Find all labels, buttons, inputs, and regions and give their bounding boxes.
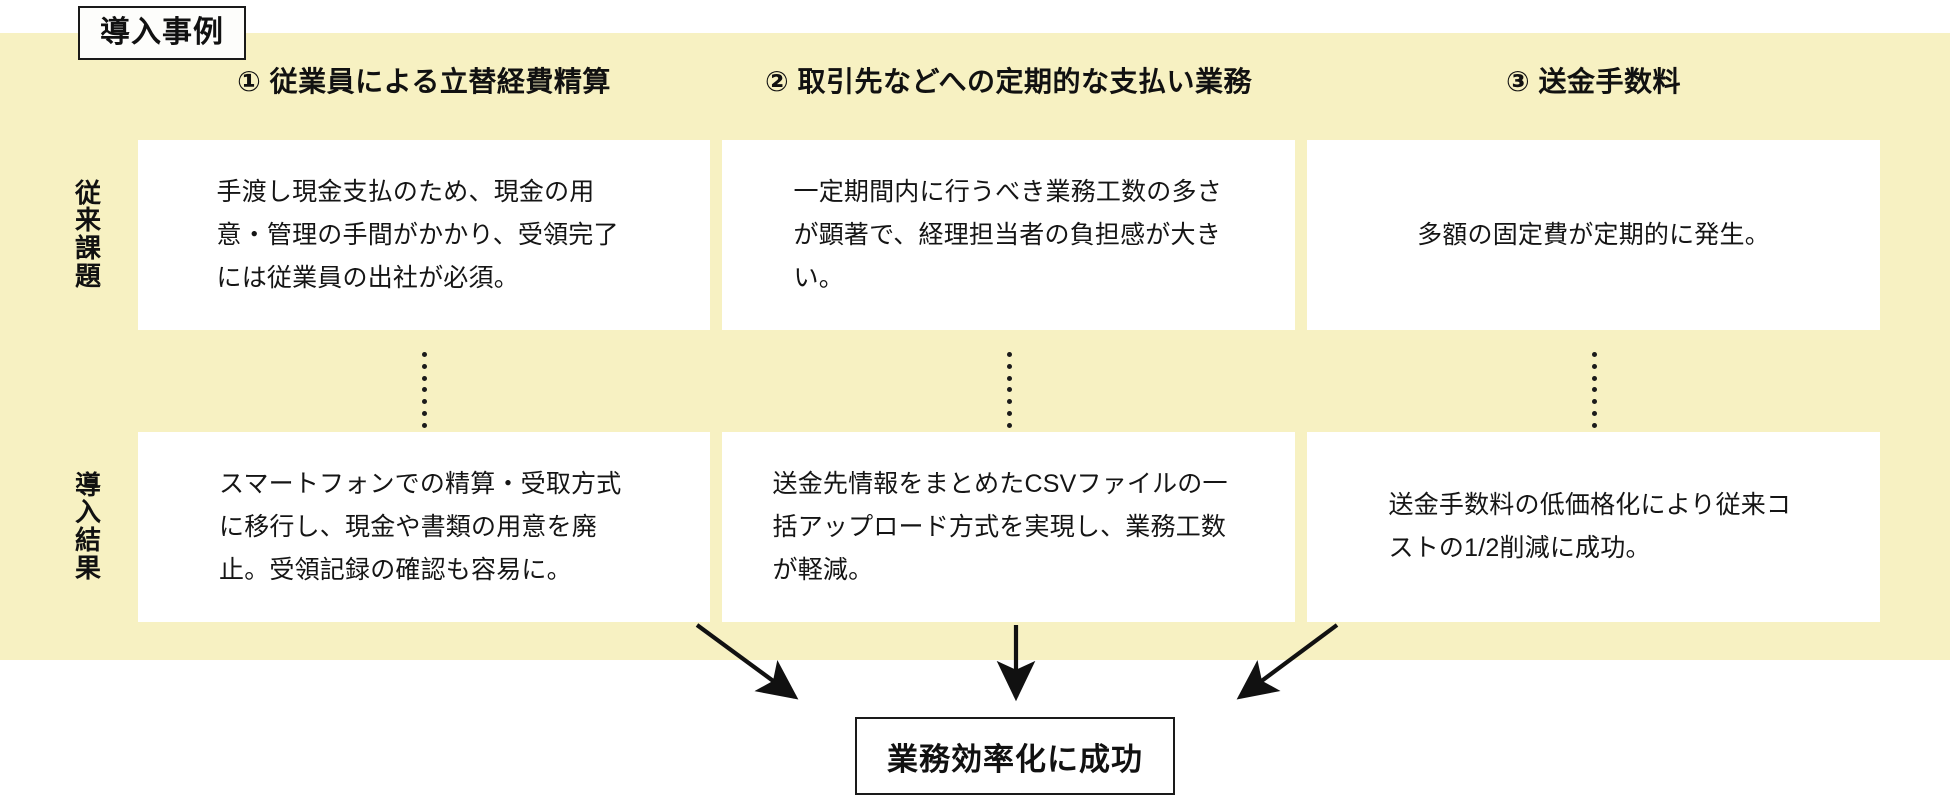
card-issue-3: 多額の固定費が定期的に発生。 (1307, 140, 1880, 330)
row-label-issue-char-1: 従 (74, 177, 101, 208)
card-result-3: 送金手数料の低価格化により従来コストの1/2削減に成功。 (1307, 432, 1880, 622)
arrow-left (695, 623, 799, 700)
connector-dots-2 (1006, 352, 1012, 428)
card-result-2-text: 送金先情報をまとめたCSVファイルの一括アップロード方式を実現し、業務工数が軽減… (772, 469, 1228, 584)
card-result-1: スマートフォンでの精算・受取方式に移行し、現金や書類の用意を廃止。受領記録の確認… (138, 432, 710, 622)
result-box: 業務効率化に成功 (855, 717, 1175, 795)
row-label-issue-char-2: 来 (74, 205, 101, 236)
arrow-right (1236, 623, 1339, 700)
card-issue-3-text: 多額の固定費が定期的に発生。 (1417, 220, 1770, 249)
card-result-1-text: スマートフォンでの精算・受取方式に移行し、現金や書類の用意を廃止。受領記録の確認… (219, 469, 622, 584)
row-label-result-char-3: 結 (74, 525, 101, 555)
title-badge: 導入事例 (78, 6, 246, 60)
result-box-label: 業務効率化に成功 (887, 741, 1143, 777)
row-label-issue: 従 来 課 題 (66, 140, 110, 330)
connector-dots-1 (421, 352, 427, 428)
row-label-issue-char-3: 課 (74, 233, 101, 263)
row-label-issue-char-4: 題 (74, 260, 101, 291)
column-header-1-label: ① 従業員による立替経費精算 (237, 66, 611, 97)
card-issue-2: 一定期間内に行うべき業務工数の多さが顕著で、経理担当者の負担感が大きい。 (722, 140, 1295, 330)
row-label-result-char-4: 果 (74, 552, 101, 583)
card-result-3-text: 送金手数料の低価格化により従来コストの1/2削減に成功。 (1388, 491, 1792, 562)
card-issue-1-text: 手渡し現金支払のため、現金の用意・管理の手間がかかり、受領完了には従業員の出社が… (216, 177, 619, 292)
card-issue-2-text: 一定期間内に行うべき業務工数の多さが顕著で、経理担当者の負担感が大きい。 (793, 177, 1222, 292)
column-header-3: ③ 送金手数料 (1307, 58, 1880, 102)
column-header-2-label: ② 取引先などへの定期的な支払い業務 (764, 66, 1253, 97)
row-label-result: 導 入 結 果 (66, 432, 110, 622)
connector-dots-3 (1591, 352, 1597, 428)
column-header-3-label: ③ 送金手数料 (1506, 66, 1681, 97)
column-header-1: ① 従業員による立替経費精算 (138, 58, 710, 102)
card-issue-1: 手渡し現金支払のため、現金の用意・管理の手間がかかり、受領完了には従業員の出社が… (138, 140, 710, 330)
title-badge-label: 導入事例 (100, 16, 224, 49)
row-label-result-char-1: 導 (74, 469, 101, 500)
card-result-2: 送金先情報をまとめたCSVファイルの一括アップロード方式を実現し、業務工数が軽減… (722, 432, 1295, 622)
column-header-2: ② 取引先などへの定期的な支払い業務 (722, 58, 1295, 102)
row-label-result-char-2: 入 (74, 497, 101, 528)
